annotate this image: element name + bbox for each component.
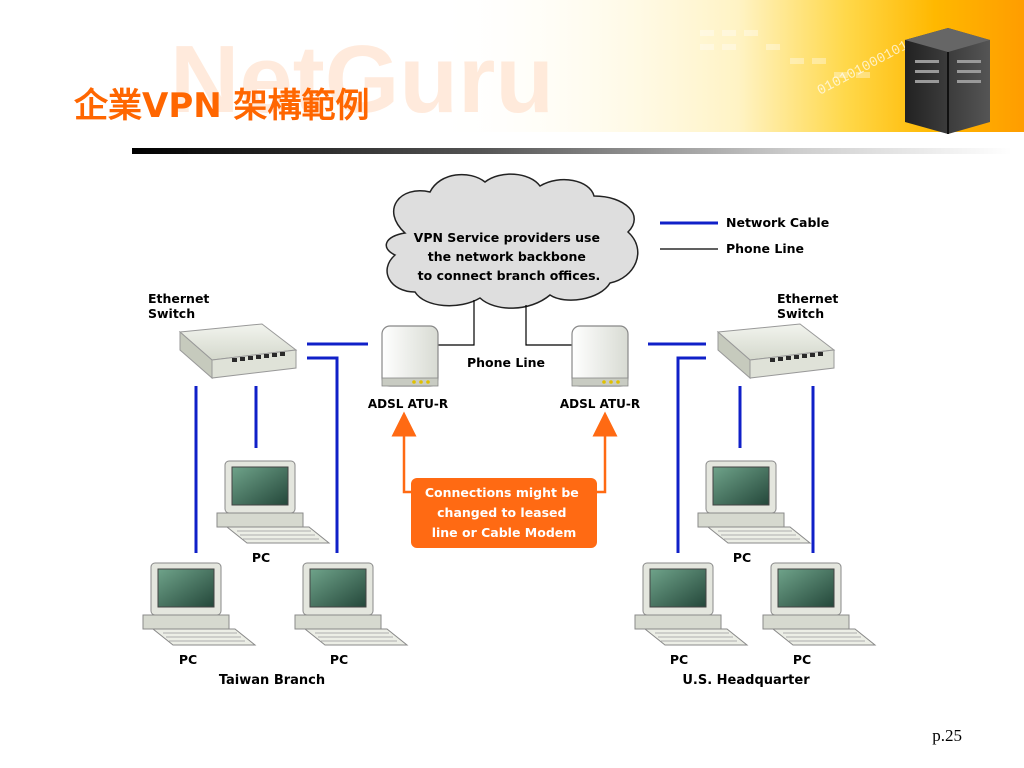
legend: Network Cable Phone Line (660, 215, 829, 256)
pc-us-right (762, 562, 876, 646)
service-provider-cloud: VPN Service providers use the network ba… (385, 173, 639, 309)
adsl-modem-taiwan (381, 325, 439, 387)
ethernet-switch-us (716, 323, 836, 380)
cloud-text-line: the network backbone (428, 249, 586, 264)
svg-text:Connections might be cha: Connections might be changed to leased l… (425, 485, 583, 540)
pc-label-us-right: PC (793, 652, 811, 667)
slide-title: 企業VPN 架構範例 (74, 86, 370, 126)
callout-text-line: Connections might be (425, 485, 579, 500)
site-label-us: U.S. Headquarter (682, 673, 810, 688)
adsl-modem-us (571, 325, 629, 387)
phone-lines (438, 300, 572, 346)
pc-label-us-top: PC (733, 550, 751, 565)
network-cables (194, 342, 815, 553)
pc-taiwan-left (142, 562, 256, 646)
pc-taiwan-right (294, 562, 408, 646)
modem-label-taiwan: ADSL ATU-R (368, 397, 448, 411)
legend-phone-line-label: Phone Line (726, 241, 804, 256)
switch-label-us: Ethernet (777, 291, 838, 306)
callout-text-line: changed to leased (437, 505, 566, 520)
callout-box: Connections might be changed to leased l… (411, 478, 597, 548)
ethernet-switch-taiwan (178, 323, 298, 380)
title-rule (132, 148, 1012, 154)
pc-label-taiwan-right: PC (330, 652, 348, 667)
pc-label-taiwan-left: PC (179, 652, 197, 667)
pc-label-us-left: PC (670, 652, 688, 667)
callout-text-line: line or Cable Modem (432, 525, 577, 540)
switch-label-taiwan: Switch (148, 306, 195, 321)
header-banner: NetGuru 010101000101 (170, 0, 1024, 134)
pc-us-left (634, 562, 748, 646)
modem-label-us: ADSL ATU-R (560, 397, 640, 411)
callout-arrows (391, 411, 618, 494)
pc-taiwan-top (216, 460, 330, 544)
pc-us-top (697, 460, 811, 544)
pc-label-taiwan-top: PC (252, 550, 270, 565)
cloud-text-line: VPN Service providers use (414, 230, 600, 245)
cloud-text-line: to connect branch offices. (418, 268, 601, 283)
switch-label-us: Switch (777, 306, 824, 321)
switch-label-taiwan: Ethernet (148, 291, 209, 306)
server-icon (905, 28, 990, 134)
page-number: p.25 (932, 726, 962, 745)
svg-text:VPN Service providers use: VPN Service providers use the network ba… (414, 230, 605, 283)
phone-line-label: Phone Line (467, 355, 545, 370)
watermark-text: NetGuru (170, 26, 554, 133)
svg-text:Ethernet Switch: Ethernet Switch (148, 291, 214, 321)
legend-network-cable-label: Network Cable (726, 215, 829, 230)
svg-text:Ethernet Switch: Ethernet Switch (777, 291, 843, 321)
site-label-taiwan: Taiwan Branch (219, 673, 325, 688)
